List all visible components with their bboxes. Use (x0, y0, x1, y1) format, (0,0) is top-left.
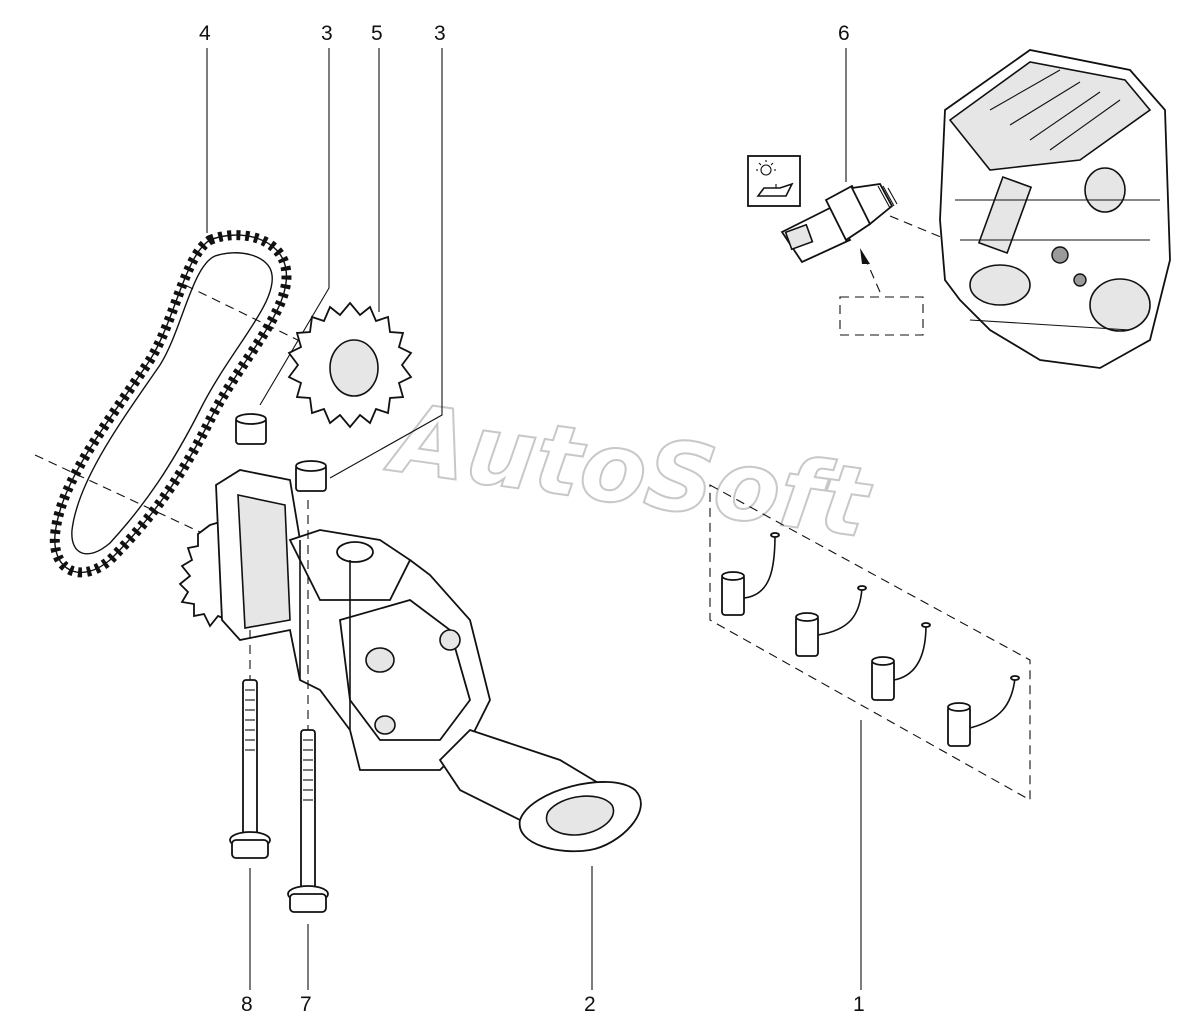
oil-jet-kit (709, 484, 1031, 801)
timing-chain (49, 230, 292, 578)
engine-overview-icon (939, 49, 1171, 369)
oil-jet-2 (795, 585, 867, 657)
watermark-text: AutoSoft (380, 381, 878, 560)
axis-line-lower (34, 454, 261, 561)
callout-5: 5 (371, 22, 383, 45)
dowel-left (235, 413, 267, 445)
callout-3-right: 3 (434, 22, 446, 45)
bolt-8 (229, 679, 271, 859)
axis-line-sprocket (184, 284, 391, 386)
oil-pressure-warning-lamp-icon (756, 160, 794, 197)
callout-3-left: 3 (321, 22, 333, 45)
callout-1: 1 (853, 993, 865, 1016)
callout-7: 7 (300, 993, 312, 1016)
callout-6: 6 (838, 22, 850, 45)
oil-jet-4 (947, 675, 1020, 747)
oil-pressure-switch (747, 155, 898, 264)
callout-2: 2 (584, 993, 596, 1016)
location-arrow (860, 248, 881, 293)
bolt-7 (287, 729, 329, 913)
warning-lamp-box (747, 155, 801, 207)
oil-jet-3 (871, 622, 931, 701)
callout-4: 4 (199, 22, 211, 45)
dowel-right (295, 460, 327, 492)
oil-pump-body (178, 469, 642, 853)
location-placeholder-box (839, 296, 924, 336)
leader-lines (206, 48, 862, 990)
callout-8: 8 (241, 993, 253, 1016)
sprocket (287, 301, 413, 429)
oil-jet-1 (721, 532, 780, 616)
